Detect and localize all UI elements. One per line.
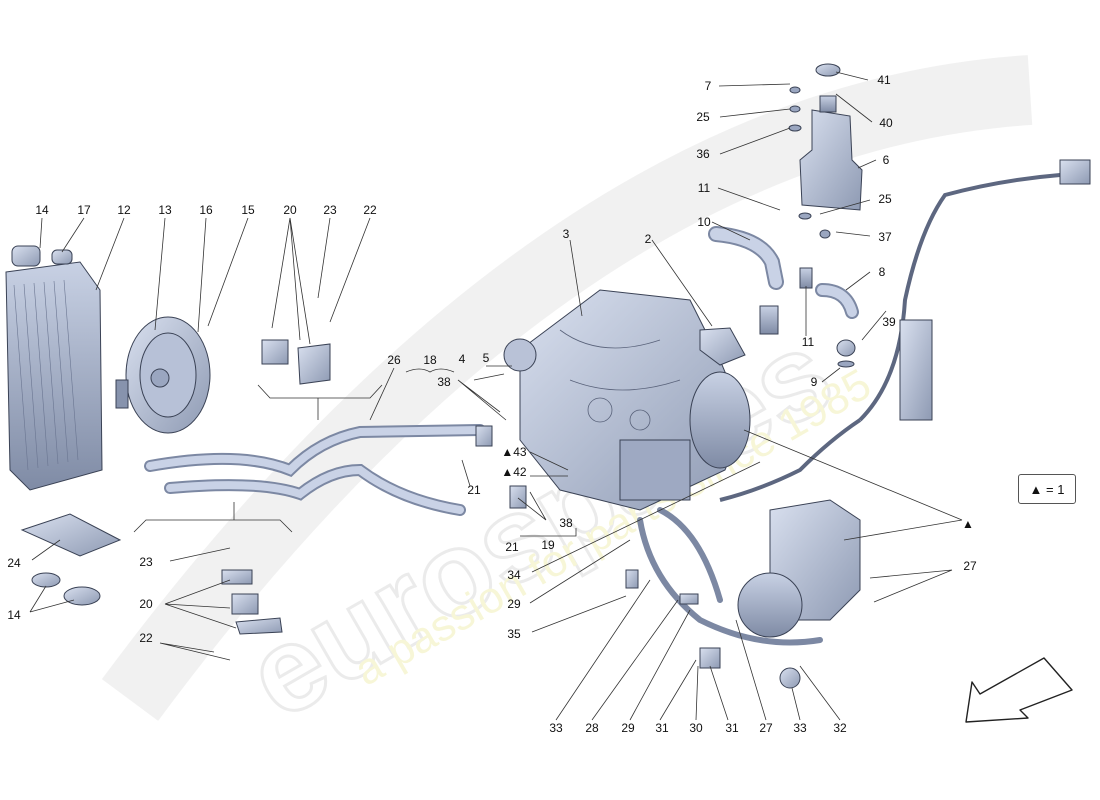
callout-21-lower[interactable]: 21 [505, 540, 519, 554]
callout-32[interactable]: 32 [833, 721, 847, 735]
callout-34[interactable]: 34 [507, 568, 521, 582]
callout-29-lower[interactable]: 29 [621, 721, 635, 735]
callout-10[interactable]: 10 [697, 215, 711, 229]
callout-14[interactable]: 14 [35, 203, 49, 217]
callout-22[interactable]: 22 [363, 203, 377, 217]
callout-25[interactable]: 25 [696, 110, 710, 124]
callout-11[interactable]: 11 [698, 181, 711, 195]
callout-3[interactable]: 3 [563, 227, 570, 241]
legend-box: ▲ = 1 [1018, 474, 1076, 504]
callout-22-lower[interactable]: 22 [139, 631, 153, 645]
callout-24[interactable]: 24 [7, 556, 21, 570]
leader-lines [29, 71, 963, 721]
callout-27-lower[interactable]: 27 [759, 721, 773, 735]
legend-text: ▲ = 1 [1029, 481, 1065, 497]
callout-31-right[interactable]: 31 [725, 721, 739, 735]
callout-19[interactable]: 19 [541, 538, 555, 552]
callout-26[interactable]: 26 [387, 353, 401, 367]
callout-15[interactable]: 15 [241, 203, 255, 217]
callout-16[interactable]: 16 [199, 203, 213, 217]
callout-28[interactable]: 28 [585, 721, 599, 735]
callout-23[interactable]: 23 [323, 203, 337, 217]
callout-30[interactable]: 30 [689, 721, 703, 735]
callout-8[interactable]: 8 [879, 265, 886, 279]
callout-42[interactable]: ▲42 [501, 465, 527, 479]
callout-5[interactable]: 5 [483, 351, 490, 365]
cooling-fan [115, 316, 211, 434]
pump-unit [737, 499, 861, 689]
callout-38-lower[interactable]: 38 [559, 516, 573, 530]
direction-arrow-icon [965, 657, 1073, 723]
callout-9[interactable]: 9 [811, 375, 818, 389]
callout-17[interactable]: 17 [77, 203, 91, 217]
callout-37[interactable]: 37 [878, 230, 892, 244]
callout-40[interactable]: 40 [879, 116, 893, 130]
callout-23-lower[interactable]: 23 [139, 555, 153, 569]
callout-43[interactable]: ▲43 [501, 445, 527, 459]
callout-11-lower[interactable]: 11 [802, 335, 815, 349]
callout-13[interactable]: 13 [158, 203, 172, 217]
callout-20-lower[interactable]: 20 [139, 597, 153, 611]
callout-20[interactable]: 20 [283, 203, 297, 217]
callout-2[interactable]: 2 [645, 232, 652, 246]
callout-25-lower[interactable]: 25 [878, 192, 892, 206]
radiator [5, 245, 103, 491]
callout-12[interactable]: 12 [117, 203, 131, 217]
callout-27[interactable]: 27 [963, 559, 977, 573]
reservoir-tank [799, 63, 863, 211]
callout-38[interactable]: 38 [437, 375, 451, 389]
callout-triangle[interactable]: ▲ [962, 517, 974, 531]
callout-7[interactable]: 7 [705, 79, 712, 93]
wiring-harness [719, 159, 1091, 502]
callout-labels: 7 41 25 40 36 6 11 25 10 37 3 2 8 39 11 … [7, 73, 977, 735]
group-brackets [133, 368, 577, 537]
callout-21[interactable]: 21 [467, 483, 481, 497]
callout-31[interactable]: 31 [655, 721, 669, 735]
gearbox [503, 289, 751, 511]
callout-35[interactable]: 35 [507, 627, 521, 641]
oil-hoses [144, 226, 859, 646]
callout-18[interactable]: 18 [423, 353, 437, 367]
callout-33-lower[interactable]: 33 [793, 721, 807, 735]
callout-14-lower[interactable]: 14 [7, 608, 21, 622]
callout-41[interactable]: 41 [877, 73, 891, 87]
callout-39[interactable]: 39 [882, 315, 896, 329]
callout-4[interactable]: 4 [459, 352, 466, 366]
callout-6[interactable]: 6 [883, 153, 890, 167]
callout-29[interactable]: 29 [507, 597, 521, 611]
callout-36[interactable]: 36 [696, 147, 710, 161]
callout-33[interactable]: 33 [549, 721, 563, 735]
